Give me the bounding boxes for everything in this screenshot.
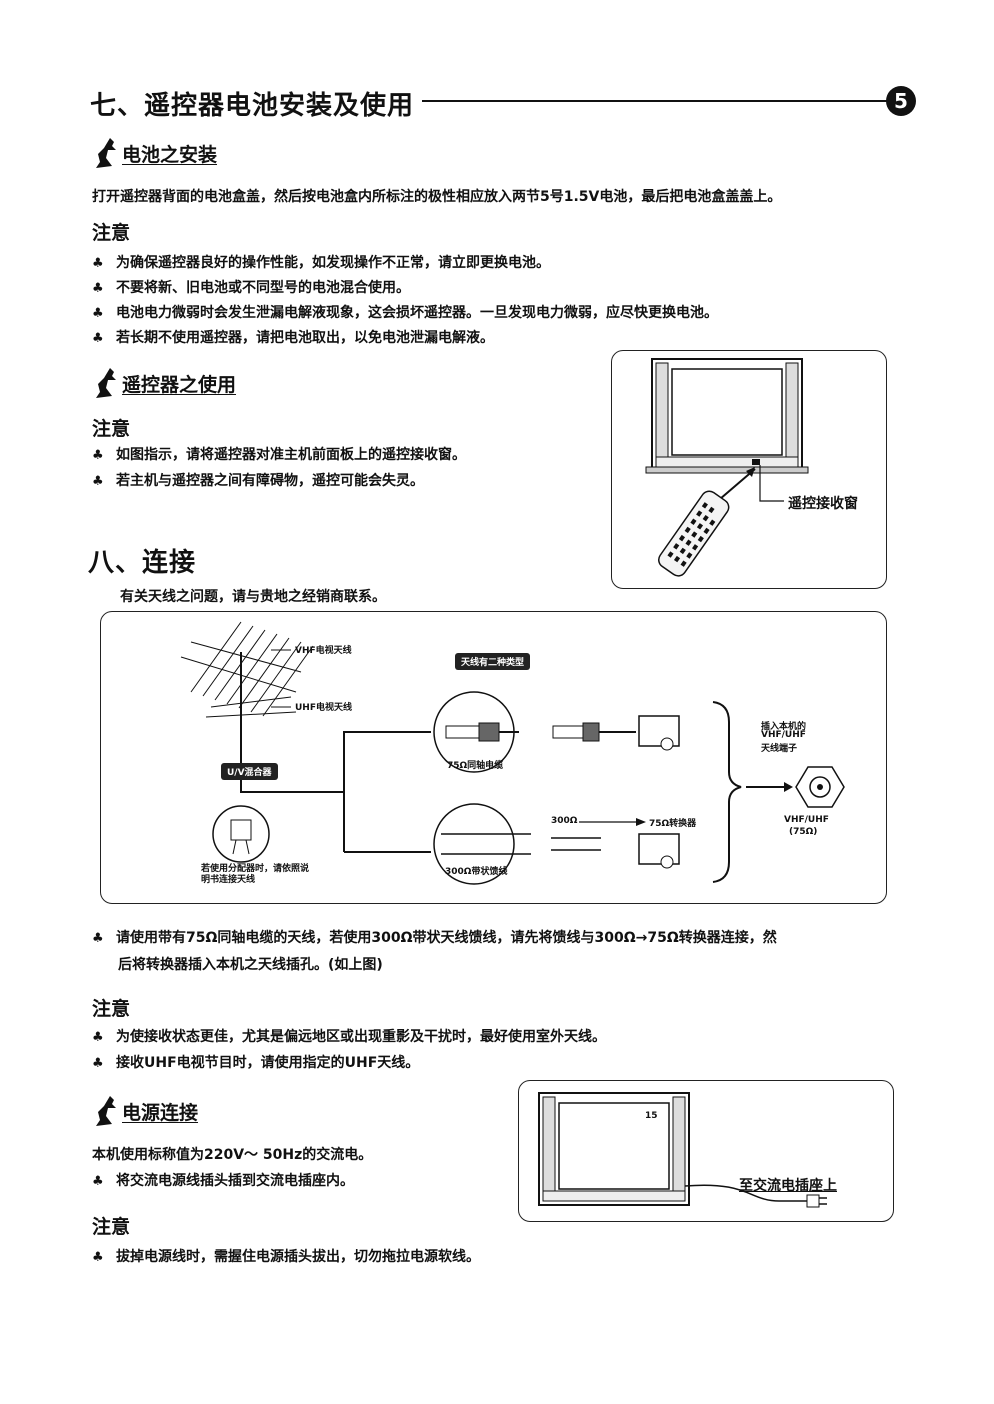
two-types-tag: 天线有二种类型 (455, 653, 531, 670)
note-label-4: 注意 (92, 1216, 131, 1238)
note-label-3: 注意 (92, 998, 131, 1020)
tv-power-cord-icon (538, 1092, 827, 1208)
section7-title: 七、遥控器电池安装及使用 (90, 91, 415, 121)
ohm300-label: 300Ω (551, 816, 578, 826)
input-spec-1: VHF/UHF (784, 815, 829, 825)
uv-mixer-tag: U/V混合器 (221, 763, 278, 780)
list-item: 将交流电源线插头插到交流电插座内。 (92, 1170, 354, 1190)
tv-with-remote-icon (645, 358, 809, 577)
screen-channel-number: 15 (645, 1111, 658, 1121)
antenna-diagram-icon (180, 621, 845, 885)
input-label-3: 天线端子 (761, 744, 798, 754)
receiver-window-label: 遥控接收窗 (788, 496, 858, 512)
power-heading: 电源连接 (122, 1102, 199, 1124)
input-label-1: 插入本机的 (761, 722, 807, 732)
kangaroo-icon (92, 1094, 120, 1132)
power-spec: 本机使用标称值为220V～ 50Hz的交流电。 (92, 1147, 373, 1163)
list-item: 接收UHF电视节目时，请使用指定的UHF天线。 (92, 1052, 419, 1072)
page-number-badge: 5 (886, 86, 916, 116)
list-item: 为确保遥控器良好的操作性能，如发现操作不正常，请立即更换电池。 (92, 252, 550, 272)
outlet-label: 至交流电插座上 (739, 1178, 837, 1194)
list-item: 不要将新、旧电池或不同型号的电池混合使用。 (92, 277, 410, 297)
mixer-note: 若使用分配器时，请依照说明书连接天线 (201, 864, 310, 885)
converter-label: 75Ω转换器 (649, 819, 697, 829)
remote-illustration: 遥控接收窗 (611, 350, 887, 589)
list-item: 拔掉电源线时，需握住电源插头拔出，切勿拖拉电源软线。 (92, 1246, 480, 1266)
input-label-2: VHF/UHF (761, 730, 806, 740)
note-label-2: 注意 (92, 418, 131, 440)
list-item: 若长期不使用遥控器，请把电池取出，以免电池泄漏电解液。 (92, 327, 494, 347)
input-spec-2: (75Ω) (789, 827, 818, 837)
list-item: 若主机与遥控器之间有障碍物，遥控可能会失灵。 (92, 470, 424, 490)
battery-heading: 电池之安装 (122, 144, 218, 166)
flat-cable-label: 300Ω带状馈线 (445, 867, 508, 877)
kangaroo-icon (92, 366, 120, 404)
instruction-line-1: 请使用带有75Ω同轴电缆的天线，若使用300Ω带状天线馈线，请先将馈线与300Ω… (92, 927, 777, 947)
list-item: 为使接收状态更佳，尤其是偏远地区或出现重影及干扰时，最好使用室外天线。 (92, 1026, 606, 1046)
kangaroo-icon (92, 136, 120, 174)
instruction-line-2: 后将转换器插入本机之天线插孔。(如上图) (118, 957, 383, 973)
header-rule (422, 100, 892, 102)
power-illustration: 15 至交流电插座上 (518, 1080, 894, 1222)
section8-intro: 有关天线之问题，请与贵地之经销商联系。 (120, 589, 386, 605)
vhf-antenna-label: VHF电视天线 (295, 646, 352, 656)
remote-use-heading: 遥控器之使用 (122, 374, 237, 396)
battery-text: 打开遥控器背面的电池盒盖，然后按电池盒内所标注的极性相应放入两节5号1.5V电池… (92, 189, 782, 205)
uhf-antenna-label: UHF电视天线 (295, 703, 352, 713)
section8-title: 八、连接 (88, 548, 197, 578)
list-item: 电池电力微弱时会发生泄漏电解液现象，这会损坏遥控器。一旦发现电力微弱，应尽快更换… (92, 302, 718, 322)
antenna-connection-diagram: VHF电视天线 UHF电视天线 U/V混合器 若使用分配器时，请依照说明书连接天… (100, 611, 887, 904)
coax-cable-label: 75Ω同轴电缆 (447, 761, 504, 771)
note-label-1: 注意 (92, 222, 131, 244)
list-item: 如图指示，请将遥控器对准主机前面板上的遥控接收窗。 (92, 444, 466, 464)
